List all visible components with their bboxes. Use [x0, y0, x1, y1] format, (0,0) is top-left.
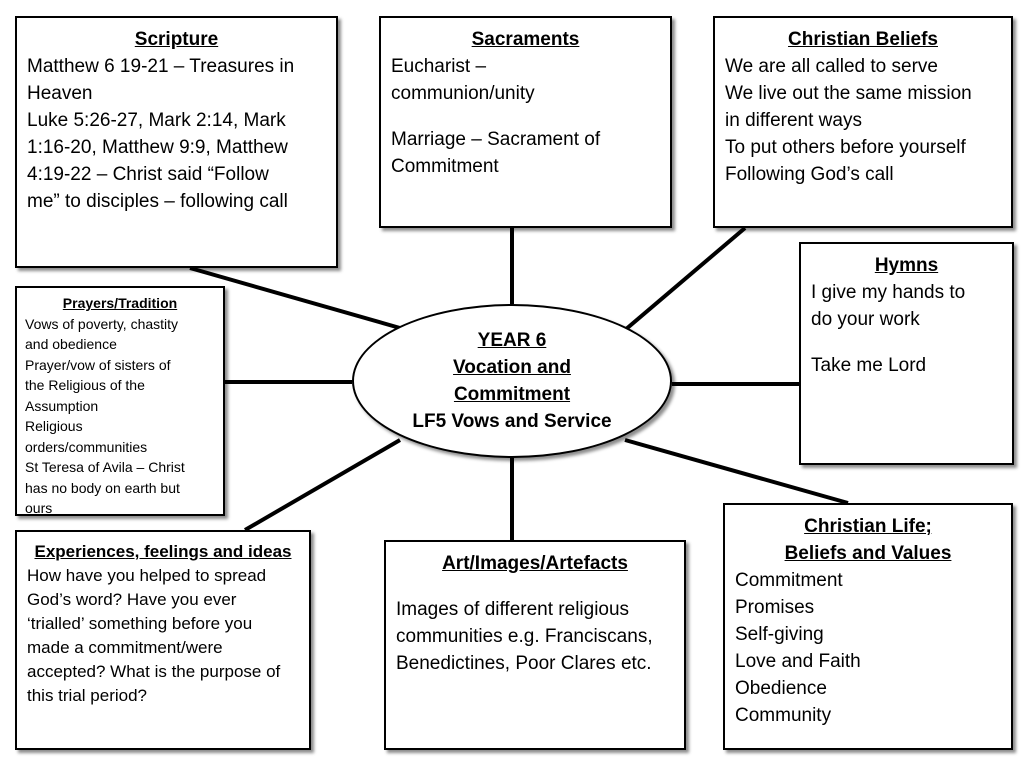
prayers-line: Assumption: [25, 397, 99, 414]
spacer: [396, 577, 674, 596]
scripture-line: 4:19-22 – Christ said “Follow: [27, 164, 269, 185]
prayers-line: orders/communities: [25, 438, 148, 455]
scripture-line: Heaven: [27, 83, 93, 104]
christian-life-line: Community: [735, 705, 832, 726]
art-line: Images of different religious: [396, 599, 630, 620]
christian-life-line: Love and Faith: [735, 651, 861, 672]
christian-life-box: Christian Life; Beliefs and Values Commi…: [723, 503, 1013, 750]
experiences-line: this trial period?: [27, 686, 148, 705]
sacraments-box: Sacraments Eucharist – communion/unity M…: [379, 16, 672, 228]
experiences-line: accepted? What is the purpose of: [27, 662, 281, 681]
connector-christian-life: [624, 438, 849, 505]
center-topic-line2: Commitment: [453, 384, 571, 405]
experiences-line: ‘trialled’ something before you: [27, 614, 253, 633]
prayers-tradition-title: Prayers/Tradition: [62, 295, 178, 311]
scripture-line: 1:16-20, Matthew 9:9, Matthew: [27, 137, 288, 158]
hymns-line: Take me Lord: [811, 355, 927, 376]
scripture-title: Scripture: [134, 29, 219, 50]
christian-beliefs-line: To put others before yourself: [725, 137, 966, 158]
center-year: YEAR 6: [477, 330, 547, 351]
christian-life-line: Promises: [735, 597, 815, 618]
experiences-title: Experiences, feelings and ideas: [34, 542, 292, 561]
art-line: communities e.g. Franciscans,: [396, 626, 653, 647]
scripture-line: Matthew 6 19-21 – Treasures in: [27, 56, 295, 77]
art-line: Benedictines, Poor Clares etc.: [396, 653, 652, 674]
prayers-line: and obedience: [25, 336, 117, 352]
center-topic-line1: Vocation and: [453, 357, 571, 378]
connector-experiences: [243, 438, 402, 532]
christian-beliefs-line: We live out the same mission: [725, 83, 972, 104]
art-title: Art/Images/Artefacts: [442, 553, 628, 574]
hymns-box: Hymns I give my hands to do your work Ta…: [799, 242, 1014, 465]
prayers-line: Religious: [25, 418, 83, 434]
prayers-line: the Religious of the: [25, 377, 145, 393]
prayers-line: has no body on earth but: [25, 479, 180, 496]
prayers-tradition-box: Prayers/Tradition Vows of poverty, chast…: [15, 286, 225, 516]
christian-beliefs-box: Christian Beliefs We are all called to s…: [713, 16, 1013, 228]
christian-life-line: Obedience: [735, 678, 827, 699]
experiences-line: How have you helped to spread: [27, 566, 267, 585]
scripture-line: me” to disciples – following call: [27, 191, 288, 212]
scripture-line: Luke 5:26-27, Mark 2:14, Mark: [27, 110, 286, 131]
center-unit: LF5 Vows and Service: [412, 411, 612, 432]
christian-beliefs-title: Christian Beliefs: [788, 29, 938, 50]
prayers-line: Vows of poverty, chastity: [25, 315, 179, 332]
christian-beliefs-line: Following God’s call: [725, 164, 894, 185]
spacer: [391, 107, 660, 126]
connector-scripture: [189, 266, 401, 330]
christian-beliefs-line: We are all called to serve: [725, 56, 938, 77]
sacraments-line: Commitment: [391, 156, 499, 177]
hymns-line: do your work: [811, 309, 920, 330]
experiences-line: God’s word? Have you ever: [27, 590, 237, 609]
art-images-artefacts-box: Art/Images/Artefacts Images of different…: [384, 540, 686, 750]
christian-life-line: Commitment: [735, 570, 843, 591]
central-topic-ellipse: YEAR 6 Vocation and Commitment LF5 Vows …: [352, 304, 672, 458]
christian-beliefs-line: in different ways: [725, 110, 862, 131]
connector-christian-beliefs: [623, 226, 747, 332]
hymns-line: I give my hands to: [811, 282, 966, 303]
sacraments-line: communion/unity: [391, 83, 535, 104]
hymns-title: Hymns: [874, 255, 939, 276]
christian-life-line: Self-giving: [735, 624, 824, 645]
experiences-line: made a commitment/were: [27, 638, 223, 657]
experiences-box: Experiences, feelings and ideas How have…: [15, 530, 311, 750]
sacraments-line: Eucharist –: [391, 56, 487, 77]
scripture-box: Scripture Matthew 6 19-21 – Treasures in…: [15, 16, 338, 268]
prayers-line: Prayer/vow of sisters of: [25, 356, 171, 373]
sacraments-title: Sacraments: [471, 29, 580, 50]
prayers-line: St Teresa of Avila – Christ: [25, 459, 185, 475]
christian-life-title-line1: Christian Life;: [804, 516, 932, 537]
spacer: [811, 333, 1002, 352]
sacraments-line: Marriage – Sacrament of: [391, 129, 601, 150]
christian-life-title-line2: Beliefs and Values: [784, 543, 952, 564]
prayers-line: ours: [25, 500, 53, 516]
